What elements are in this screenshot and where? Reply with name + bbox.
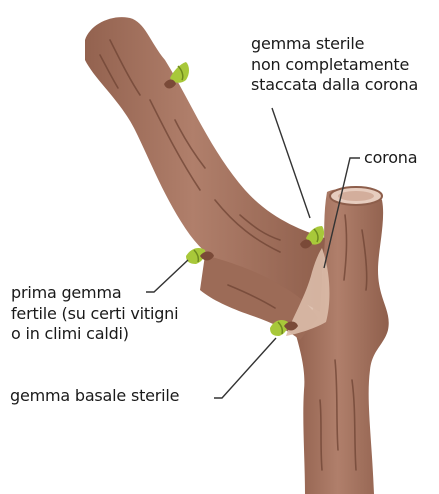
leader-gemma-sterile (272, 108, 310, 218)
label-gemma-basale-line-1: gemma basale sterile (10, 386, 179, 407)
label-gemma-sterile-line-3: staccata dalla corona (251, 75, 418, 96)
label-corona-line-1: corona (364, 148, 417, 169)
label-prima-gemma-line-2: fertile (su certi vitigni (11, 304, 178, 325)
label-gemma-sterile-line-2: non completamente (251, 55, 418, 76)
trunk-cut-inner (338, 191, 374, 201)
leader-gemma-basale (214, 338, 276, 398)
label-prima-gemma: prima gemma fertile (su certi vitigni o … (11, 283, 178, 345)
label-prima-gemma-line-1: prima gemma (11, 283, 178, 304)
label-corona: corona (364, 148, 417, 169)
label-gemma-sterile: gemma sterile non completamente staccata… (251, 34, 418, 96)
label-gemma-sterile-line-1: gemma sterile (251, 34, 418, 55)
label-prima-gemma-line-3: o in climi caldi) (11, 324, 178, 345)
label-gemma-basale: gemma basale sterile (10, 386, 179, 407)
